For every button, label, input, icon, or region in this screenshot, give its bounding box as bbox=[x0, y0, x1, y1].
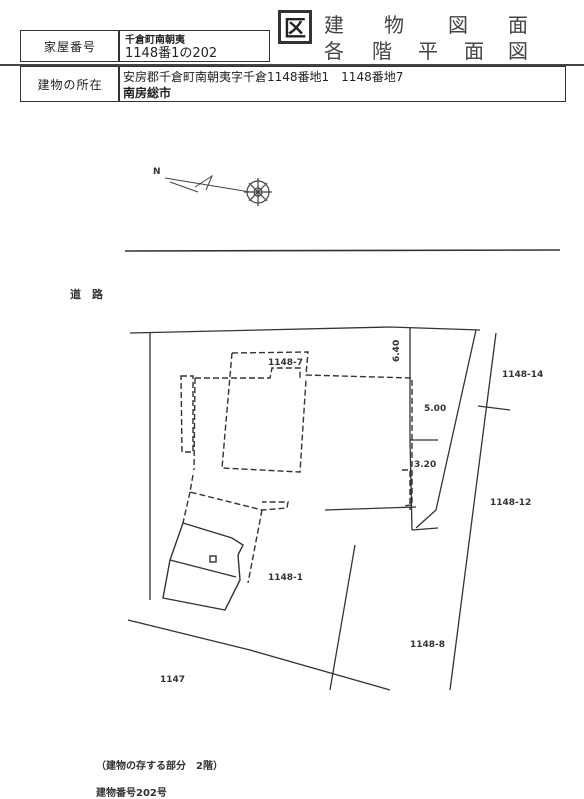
road-edge bbox=[124, 249, 561, 252]
title-top-2: 物 bbox=[384, 13, 404, 37]
north-arrow-icon bbox=[164, 174, 251, 193]
title-bottom: 各 階 平 面 図 bbox=[0, 35, 584, 63]
title-bottom-2: 階 bbox=[372, 39, 392, 63]
header-rule bbox=[0, 64, 584, 66]
logo-glyph: 区 bbox=[283, 17, 306, 42]
north-label: N bbox=[153, 167, 161, 177]
house-number-value-cell: 千倉町南朝夷 1148番1の202 bbox=[118, 30, 270, 62]
lot-1148-14: 1148-14 bbox=[502, 370, 544, 380]
logo-box: 区 bbox=[278, 10, 312, 44]
building-outlines bbox=[180, 351, 413, 584]
lot-1148-8: 1148-8 bbox=[410, 640, 446, 650]
title-top-4: 面 bbox=[508, 13, 528, 37]
lot-1147: 1147 bbox=[160, 675, 186, 685]
lot-boundaries bbox=[127, 326, 511, 691]
lot-1148-1: 1148-1 bbox=[268, 573, 304, 583]
title-bottom-3: 平 bbox=[418, 39, 438, 63]
location-line2: 南房総市 bbox=[123, 86, 172, 100]
dimension-5-00: 5.00 bbox=[424, 404, 447, 414]
location-label: 建物の所在 bbox=[37, 77, 103, 92]
dimension-6-40: 6.40 bbox=[392, 339, 402, 362]
title-bottom-1: 各 bbox=[324, 39, 344, 63]
lot-1148-7: 1148-7 bbox=[268, 358, 304, 368]
location-value-cell: 安房郡千倉町南朝夷字千倉1148番地1 1148番地7 南房総市 bbox=[118, 66, 566, 102]
dimension-3-20: 3.20 bbox=[414, 460, 437, 470]
lot-1148-12: 1148-12 bbox=[490, 498, 532, 508]
title-bottom-5: 図 bbox=[508, 39, 528, 63]
road-label: 道 路 bbox=[70, 288, 103, 301]
building-footprint bbox=[162, 522, 244, 611]
title-bottom-4: 面 bbox=[464, 39, 484, 63]
title-top: 建 物 図 面 bbox=[0, 9, 584, 37]
floor-note: （建物の存する部分 2階） bbox=[96, 761, 223, 772]
house-number-line1: 千倉町南朝夷 bbox=[125, 35, 185, 46]
location-label-cell: 建物の所在 bbox=[20, 66, 120, 102]
house-number-label-cell: 家屋番号 bbox=[20, 30, 120, 62]
title-top-3: 図 bbox=[448, 13, 468, 37]
title-top-1: 建 bbox=[324, 13, 344, 37]
location-line1: 安房郡千倉町南朝夷字千倉1148番地1 1148番地7 bbox=[123, 70, 404, 84]
compass-icon bbox=[244, 178, 272, 206]
building-number: 建物番号202号 bbox=[96, 788, 167, 799]
house-number-label: 家屋番号 bbox=[43, 39, 96, 54]
house-number-line2: 1148番1の202 bbox=[125, 46, 218, 61]
